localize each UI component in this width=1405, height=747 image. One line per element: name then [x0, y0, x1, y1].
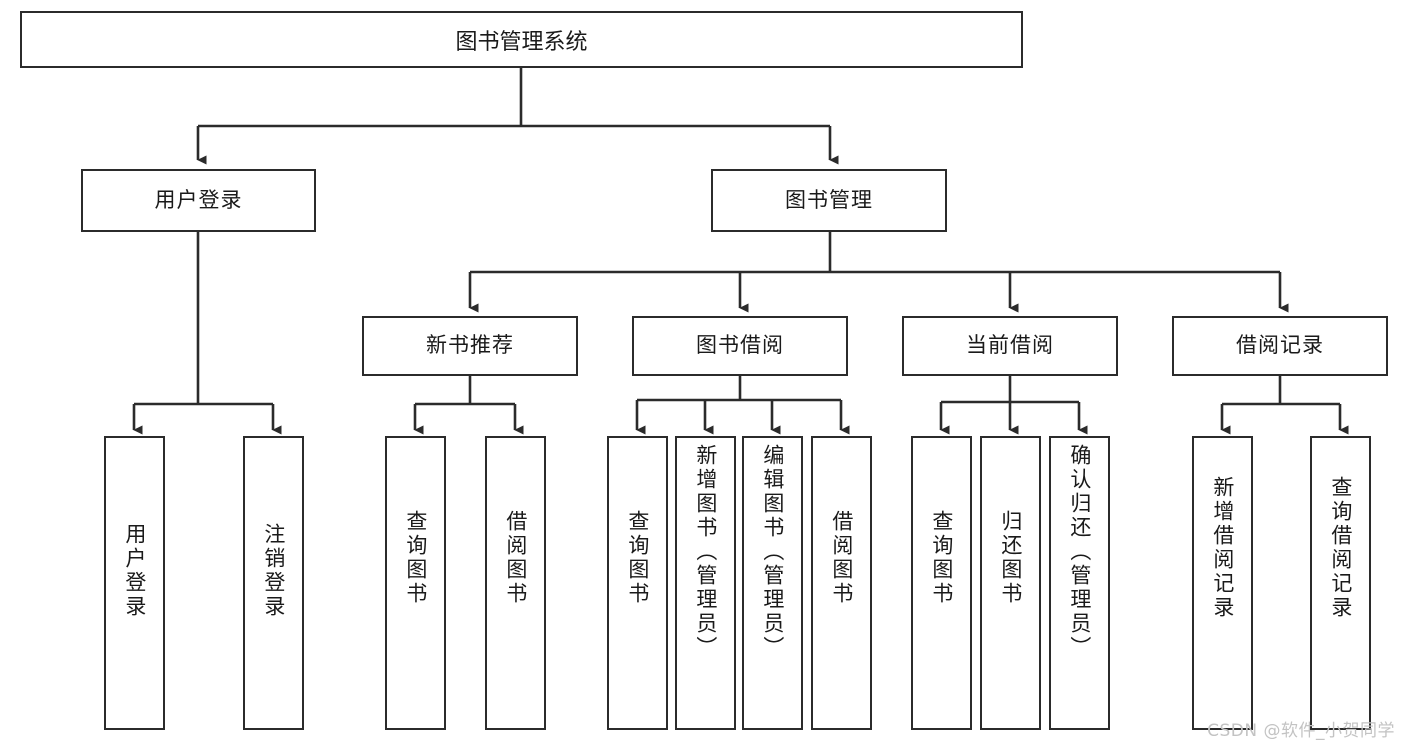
leaf-add-borrow-record[interactable]: 新增借阅记录 [1192, 436, 1253, 730]
leaf-label: 归还图书 [998, 510, 1023, 606]
node-label: 当前借阅 [966, 333, 1054, 358]
leaf-label: 编辑图书（管理员） [760, 444, 785, 660]
leaf-label: 查询图书 [625, 510, 650, 606]
leaf-label: 查询借阅记录 [1328, 476, 1353, 620]
node-label: 新书推荐 [426, 333, 514, 358]
node-root-book-management-system[interactable]: 图书管理系统 [20, 11, 1023, 68]
node-borrow-record[interactable]: 借阅记录 [1172, 316, 1388, 376]
leaf-label: 注销登录 [261, 523, 286, 619]
node-current-borrow[interactable]: 当前借阅 [902, 316, 1118, 376]
leaf-borrow-book-recommend[interactable]: 借阅图书 [485, 436, 546, 730]
node-label: 借阅记录 [1236, 333, 1324, 358]
leaf-label: 用户登录 [122, 523, 147, 619]
leaf-confirm-return-admin[interactable]: 确认归还（管理员） [1049, 436, 1110, 730]
leaf-add-book-admin[interactable]: 新增图书（管理员） [675, 436, 736, 730]
csdn-watermark: CSDN @软件_小贺同学 [1207, 721, 1395, 741]
node-new-book-recommend[interactable]: 新书推荐 [362, 316, 578, 376]
leaf-query-book-recommend[interactable]: 查询图书 [385, 436, 446, 730]
leaf-logout-login[interactable]: 注销登录 [243, 436, 304, 730]
leaf-query-borrow-record[interactable]: 查询借阅记录 [1310, 436, 1371, 730]
node-user-login[interactable]: 用户登录 [81, 169, 316, 232]
leaf-label: 查询图书 [929, 510, 954, 606]
leaf-label: 新增借阅记录 [1210, 476, 1235, 620]
leaf-label: 确认归还（管理员） [1067, 444, 1092, 660]
node-label: 用户登录 [154, 187, 243, 212]
leaf-label: 借阅图书 [829, 510, 854, 606]
leaf-label: 新增图书（管理员） [693, 444, 718, 660]
leaf-query-book-current[interactable]: 查询图书 [911, 436, 972, 730]
leaf-return-book[interactable]: 归还图书 [980, 436, 1041, 730]
node-label: 图书管理 [785, 187, 873, 212]
leaf-edit-book-admin[interactable]: 编辑图书（管理员） [742, 436, 803, 730]
leaf-label: 借阅图书 [503, 510, 528, 606]
leaf-query-book-borrow[interactable]: 查询图书 [607, 436, 668, 730]
leaf-label: 查询图书 [403, 510, 428, 606]
node-label: 图书借阅 [696, 333, 784, 358]
leaf-borrow-book-borrow[interactable]: 借阅图书 [811, 436, 872, 730]
node-book-borrow[interactable]: 图书借阅 [632, 316, 848, 376]
node-label: 图书管理系统 [455, 29, 588, 55]
node-book-management[interactable]: 图书管理 [711, 169, 947, 232]
leaf-user-login[interactable]: 用户登录 [104, 436, 165, 730]
